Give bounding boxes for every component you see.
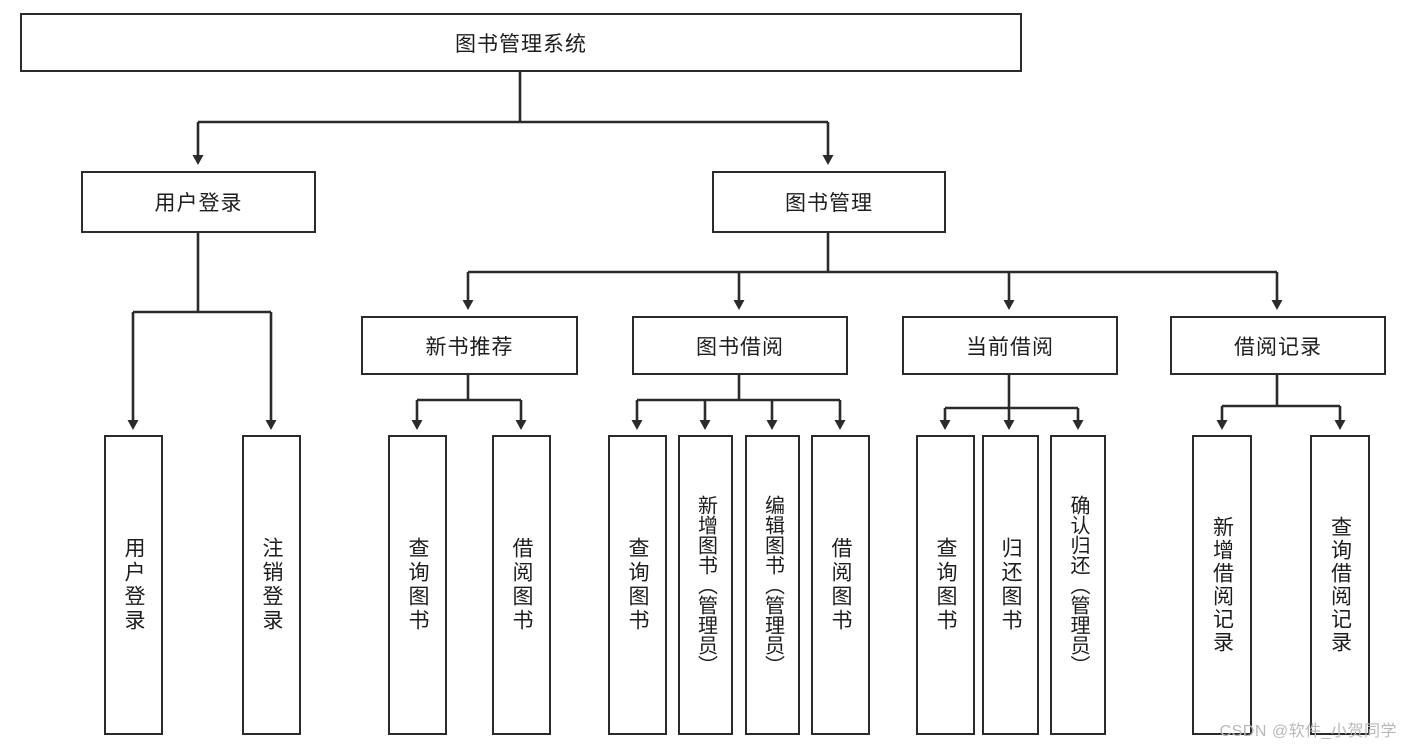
node-label: 查询图书	[934, 537, 957, 633]
node-label: 图书管理	[785, 192, 873, 215]
node-leaf-add-book-admin[interactable]: 新增图书（管理员）	[678, 435, 733, 735]
node-leaf-query-book-recommendation[interactable]: 查询图书	[388, 435, 447, 735]
node-leaf-query-book-borrowing[interactable]: 查询图书	[608, 435, 667, 735]
node-label: 编辑图书（管理员）	[761, 495, 784, 675]
node-root-book-management-system[interactable]: 图书管理系统	[20, 13, 1022, 72]
node-label: 归还图书	[999, 537, 1022, 633]
node-leaf-return-book[interactable]: 归还图书	[982, 435, 1039, 735]
node-leaf-query-borrowing-record[interactable]: 查询借阅记录	[1310, 435, 1370, 735]
node-leaf-borrow-book-borrowing[interactable]: 借阅图书	[811, 435, 870, 735]
node-label: 借阅图书	[829, 537, 852, 633]
node-label: 注销登录	[260, 537, 283, 633]
node-book-management[interactable]: 图书管理	[712, 171, 946, 233]
node-label: 用户登录	[122, 537, 145, 633]
node-new-book-recommendation[interactable]: 新书推荐	[361, 316, 578, 375]
watermark-csdn: CSDN @软件_小贺同学	[1219, 723, 1397, 740]
node-label: 图书管理系统	[455, 32, 587, 56]
node-label: 查询借阅记录	[1328, 516, 1352, 654]
node-leaf-logout[interactable]: 注销登录	[242, 435, 301, 735]
node-current-borrowing[interactable]: 当前借阅	[902, 316, 1118, 375]
node-label: 当前借阅	[966, 335, 1054, 359]
node-label: 新增借阅记录	[1210, 516, 1234, 654]
node-leaf-borrow-book-recommendation[interactable]: 借阅图书	[492, 435, 551, 735]
node-label: 确认归还（管理员）	[1067, 495, 1089, 675]
node-leaf-query-book-current[interactable]: 查询图书	[916, 435, 975, 735]
node-label: 新增图书（管理员）	[694, 495, 717, 675]
node-borrowing-records[interactable]: 借阅记录	[1170, 316, 1386, 375]
node-label: 新书推荐	[425, 335, 514, 359]
node-label: 图书借阅	[696, 335, 784, 359]
node-label: 用户登录	[154, 192, 243, 215]
node-user-login[interactable]: 用户登录	[81, 171, 316, 233]
node-label: 查询图书	[626, 537, 649, 633]
node-leaf-add-borrowing-record[interactable]: 新增借阅记录	[1192, 435, 1252, 735]
node-book-borrowing[interactable]: 图书借阅	[632, 316, 848, 375]
node-label: 查询图书	[406, 537, 429, 633]
node-leaf-edit-book-admin[interactable]: 编辑图书（管理员）	[745, 435, 800, 735]
node-leaf-confirm-return-admin[interactable]: 确认归还（管理员）	[1050, 435, 1106, 735]
node-leaf-user-login[interactable]: 用户登录	[104, 435, 163, 735]
node-label: 借阅记录	[1234, 335, 1322, 359]
node-label: 借阅图书	[510, 537, 533, 633]
